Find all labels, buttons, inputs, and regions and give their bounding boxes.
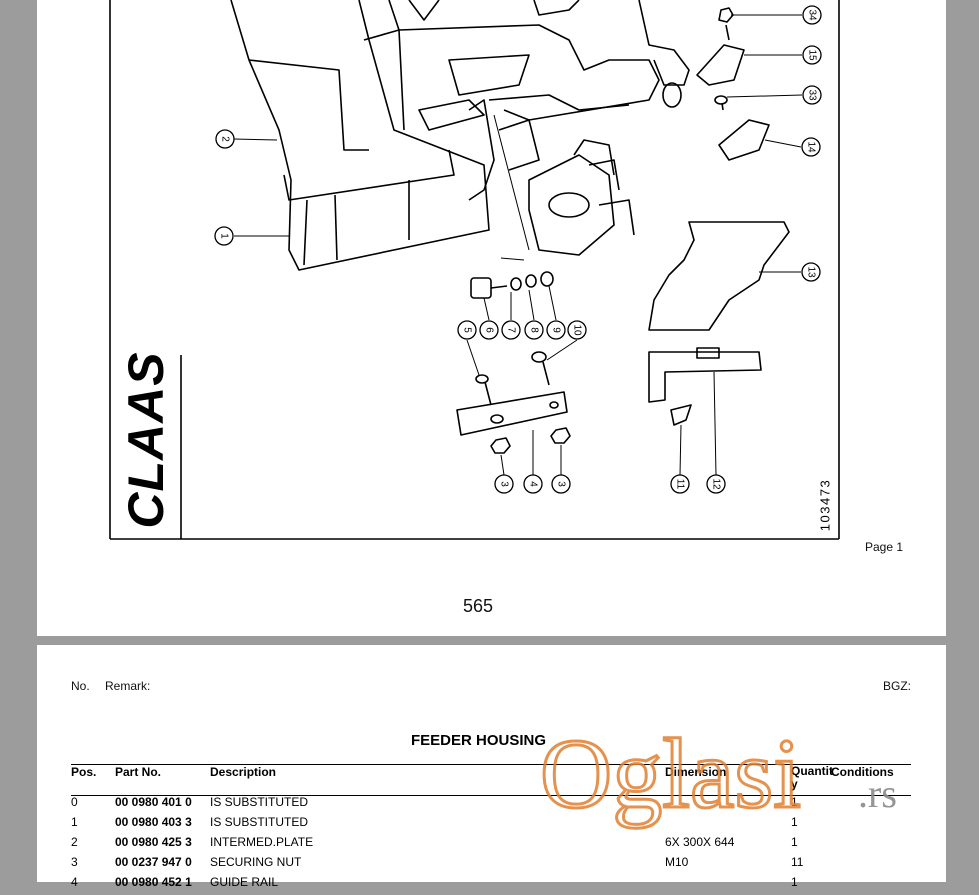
callout-label: 7: [506, 327, 517, 333]
table-top-rule: [71, 764, 911, 765]
cell-part-no: 00 0980 403 3: [115, 815, 192, 829]
callout-label: 3: [499, 481, 510, 487]
cell-quantity: 1: [791, 815, 798, 829]
callout-label: 13: [806, 266, 817, 278]
callout-label: 10: [572, 324, 583, 336]
cell-part-no: 00 0237 947 0: [115, 855, 192, 869]
cell-part-no: 00 0980 425 3: [115, 835, 192, 849]
claas-logo: CLAAS: [118, 351, 174, 528]
callout-label: 4: [528, 481, 539, 487]
callout-label: 12: [711, 478, 722, 490]
page-number: 565: [463, 596, 494, 616]
cell-quantity: 1: [791, 835, 798, 849]
bgz-label: BGZ:: [883, 679, 912, 693]
cell-quantity: 1: [791, 875, 798, 889]
table-row: 0 00 0980 401 0 IS SUBSTITUTED 1: [71, 795, 911, 815]
callout-label: 5: [462, 327, 473, 333]
column-header-pos: Pos.: [71, 765, 97, 779]
drawing-number: 103473: [818, 479, 833, 531]
column-header-quantity: Quantit y: [791, 764, 833, 791]
table-row: 4 00 0980 452 1 GUIDE RAIL 1: [71, 875, 911, 895]
cell-pos: 0: [71, 795, 78, 809]
callout-label: 34: [807, 9, 818, 21]
cell-pos: 4: [71, 875, 78, 889]
callout-label: 14: [806, 141, 817, 153]
cell-quantity: 11: [791, 855, 804, 869]
callout-label: 1: [219, 233, 230, 239]
cell-dimension: 6X 300X 644: [665, 835, 735, 849]
callout-label: 15: [807, 49, 818, 61]
cell-description: GUIDE RAIL: [210, 875, 279, 889]
cell-pos: 1: [71, 815, 78, 829]
cell-description: IS SUBSTITUTED: [210, 815, 309, 829]
column-header-conditions: Conditions: [831, 765, 894, 779]
callout-label: 2: [220, 136, 231, 142]
cell-quantity: 1: [791, 795, 798, 809]
callout-label: 11: [675, 479, 686, 490]
callout-label: 9: [551, 327, 562, 333]
cell-dimension: M10: [665, 855, 689, 869]
table-row: 3 00 0237 947 0 SECURING NUT M10 11: [71, 855, 911, 875]
callout-label: 6: [484, 327, 495, 333]
table-row: 1 00 0980 403 3 IS SUBSTITUTED 1: [71, 815, 911, 835]
column-header-part: Part No.: [115, 765, 162, 779]
cell-pos: 2: [71, 835, 78, 849]
callout-label: 8: [529, 327, 540, 333]
table-header-rule: [71, 795, 911, 796]
cell-part-no: 00 0980 452 1: [115, 875, 192, 889]
diagram-svg: 34 15 33 14 2 1 13 5 6 7 8 9 10 11 12 3 …: [109, 0, 840, 540]
cell-description: INTERMED.PLATE: [210, 835, 314, 849]
callout-label: 33: [807, 89, 818, 101]
column-header-dimension: Dimension: [665, 765, 727, 779]
cell-description: SECURING NUT: [210, 855, 302, 869]
document-page-2: No. Remark: BGZ: FEEDER HOUSING Pos. Par…: [37, 645, 946, 889]
callout-label: 3: [556, 481, 567, 487]
column-header-description: Description: [210, 765, 277, 779]
no-label: No.: [71, 679, 90, 693]
cell-part-no: 00 0980 401 0: [115, 795, 192, 809]
document-page-1: 34 15 33 14 2 1 13 5 6 7 8 9 10 11 12 3 …: [37, 0, 946, 636]
exploded-parts-diagram: 34 15 33 14 2 1 13 5 6 7 8 9 10 11 12 3 …: [109, 0, 840, 540]
cell-pos: 3: [71, 855, 78, 869]
page-label: Page 1: [865, 540, 904, 554]
table-row: 2 00 0980 425 3 INTERMED.PLATE 6X 300X 6…: [71, 835, 911, 855]
document-title: FEEDER HOUSING: [411, 732, 547, 749]
cell-description: IS SUBSTITUTED: [210, 795, 309, 809]
remark-label: Remark:: [105, 679, 151, 693]
